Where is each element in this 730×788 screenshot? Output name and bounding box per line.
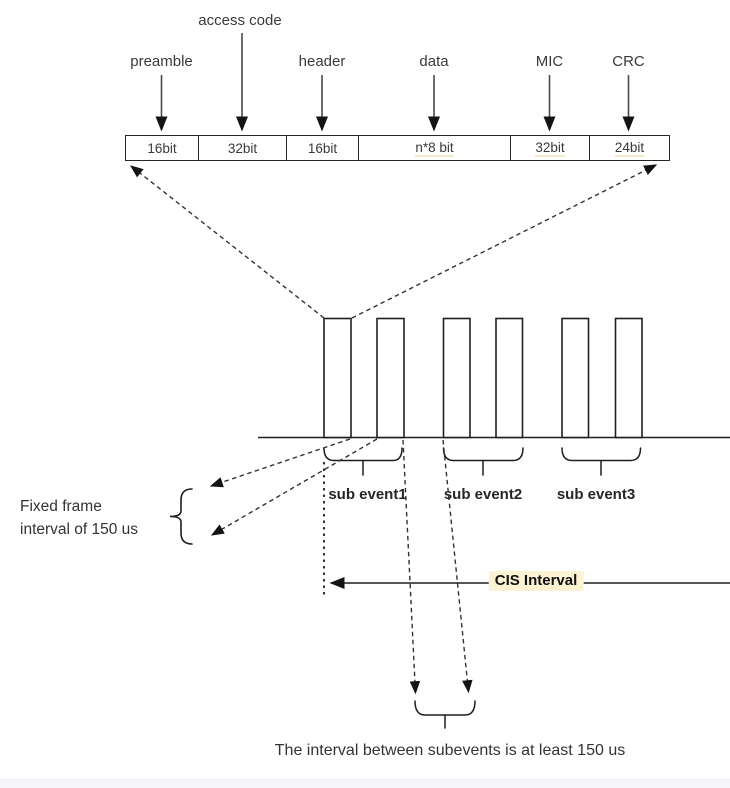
pulse-4: [495, 317, 524, 439]
subevent-braces: [323, 447, 642, 476]
packet-field-arrows: [155, 33, 635, 132]
pulse-train: [258, 317, 730, 439]
field-label-preamble: preamble: [130, 53, 193, 70]
field-label-data: data: [419, 53, 449, 70]
pulse-1: [323, 317, 352, 439]
fixed-frame-interval-note: Fixed frame interval of 150 us: [20, 495, 138, 541]
field-label-crc: CRC: [612, 53, 645, 70]
field-label-header: header: [298, 53, 346, 70]
cis-interval-label: CIS Interval: [488, 571, 584, 591]
subevent1-brace: [323, 447, 403, 476]
packet-expansion-lines: [129, 164, 658, 319]
cell-data-size: n*8 bit: [359, 136, 511, 160]
expansion-line-left: [129, 165, 325, 319]
pulse-2: [376, 317, 405, 439]
subevent3-brace: [561, 447, 642, 476]
gap-line-right: [442, 439, 473, 694]
cell-access-code-size: 32bit: [199, 136, 287, 160]
subevent2-label: sub event2: [443, 486, 523, 503]
cell-crc-size: 24bit: [614, 139, 645, 157]
subevent3-label: sub event3: [556, 486, 636, 503]
fixed-frame-note-line1: Fixed frame: [20, 498, 102, 515]
pulse-5: [561, 317, 590, 439]
bottom-edge-strip: [0, 779, 730, 788]
gap-brace: [414, 700, 476, 729]
subevent1-label: sub event1: [328, 486, 407, 503]
cell-header-size: 16bit: [287, 136, 359, 160]
fixed-frame-callout: [169, 438, 378, 545]
packet-structure-table: 16bit 32bit 16bit n*8 bit 32bit 24bit: [125, 135, 670, 161]
pulse-3: [442, 317, 471, 439]
fixed-frame-note-line2: interval of 150 us: [20, 521, 139, 538]
subevent-interval-note: The interval between subevents is at lea…: [274, 742, 626, 759]
gap-line-left: [402, 439, 421, 695]
pulse-6: [614, 317, 643, 439]
fixed-frame-arrow-top: [209, 438, 351, 488]
field-label-mic: MIC: [535, 53, 564, 70]
cell-preamble-size: 16bit: [126, 136, 199, 160]
fixed-frame-brace: [169, 488, 193, 545]
cell-mic-size: 32bit: [511, 136, 590, 160]
expansion-line-right: [351, 164, 658, 319]
field-label-access-code: access code: [198, 12, 282, 29]
subevent2-brace: [442, 447, 524, 476]
subevent-gap-callout: [402, 439, 476, 729]
